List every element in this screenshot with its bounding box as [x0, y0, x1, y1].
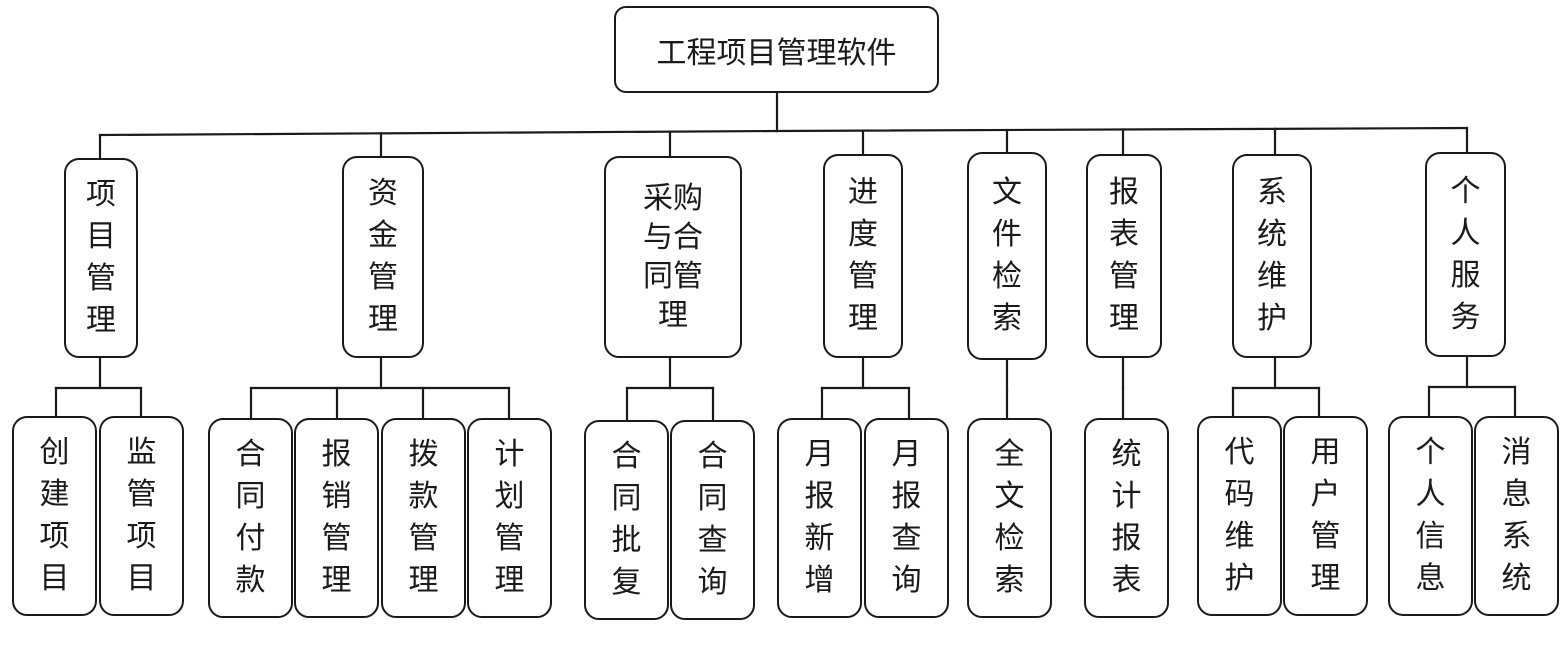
leaf-node: 统计报表	[1084, 418, 1169, 618]
leaf-node: 拨款管理	[381, 418, 466, 618]
leaf-node: 代码维护	[1197, 416, 1282, 616]
leaf-label: 月报查询	[891, 437, 922, 598]
leaf-label: 统计报表	[1111, 437, 1142, 598]
module-node-system: 系统维护	[1232, 154, 1312, 358]
leaf-node: 月报查询	[864, 418, 949, 618]
module-node-personal: 个人服务	[1425, 152, 1506, 357]
module-label-line: 采购	[643, 181, 703, 216]
module-label-line: 与合	[643, 220, 703, 255]
leaf-label: 代码维护	[1224, 435, 1255, 596]
leaf-node: 合同查询	[670, 420, 755, 620]
module-label-line: 理	[658, 298, 688, 333]
module-label: 资金管理	[368, 176, 398, 337]
leaf-label: 创建项目	[39, 435, 70, 596]
leaf-node: 创建项目	[12, 416, 97, 616]
leaf-label: 月报新增	[804, 437, 835, 598]
module-node-file-search: 文件检索	[967, 152, 1047, 360]
module-label-line: 同管	[643, 259, 703, 294]
module-node-project: 项目管理	[64, 158, 138, 358]
module-label: 报表管理	[1109, 175, 1139, 336]
leaf-node: 个人信息	[1388, 416, 1473, 616]
top-bus-line	[98, 129, 779, 137]
leaf-label: 计划管理	[494, 437, 525, 598]
module-label: 采购 与合 同管 理	[643, 179, 703, 335]
module-node-funds: 资金管理	[342, 156, 424, 358]
leaf-label: 拨款管理	[408, 437, 439, 598]
leaf-node: 月报新增	[777, 418, 862, 618]
leaf-label: 用户管理	[1310, 435, 1341, 596]
leaf-label: 合同付款	[235, 437, 266, 598]
module-label: 项目管理	[86, 177, 116, 338]
module-node-progress: 进度管理	[823, 154, 903, 358]
leaf-label: 报销管理	[321, 437, 352, 598]
leaf-label: 监管项目	[126, 435, 157, 596]
leaf-label: 合同查询	[697, 439, 728, 600]
leaf-node: 合同批复	[584, 420, 669, 620]
module-node-procurement: 采购 与合 同管 理	[604, 156, 742, 358]
leaf-node: 监管项目	[99, 416, 184, 616]
leaf-label: 个人信息	[1415, 435, 1446, 596]
module-label: 系统维护	[1257, 175, 1287, 336]
module-label: 个人服务	[1450, 173, 1481, 335]
leaf-label: 消息系统	[1501, 435, 1532, 596]
leaf-node: 消息系统	[1474, 416, 1559, 616]
module-label: 文件检索	[992, 175, 1022, 336]
root-label: 工程项目管理软件	[656, 35, 897, 71]
leaf-node: 计划管理	[467, 418, 552, 618]
leaf-label: 全文检索	[994, 437, 1025, 598]
leaf-node: 用户管理	[1283, 416, 1368, 616]
leaf-node: 报销管理	[294, 418, 379, 618]
root-node: 工程项目管理软件	[614, 6, 939, 93]
module-node-reports: 报表管理	[1086, 154, 1162, 358]
leaf-node: 全文检索	[967, 418, 1052, 618]
leaf-node: 合同付款	[208, 418, 293, 618]
leaf-label: 合同批复	[611, 439, 642, 600]
module-label: 进度管理	[848, 175, 878, 336]
